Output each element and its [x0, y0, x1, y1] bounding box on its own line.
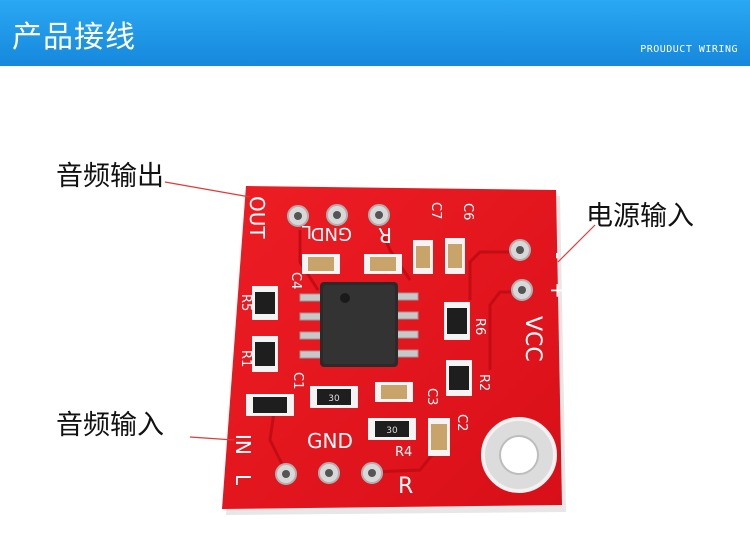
- label-c2: C2: [454, 414, 469, 431]
- callout-lines: [164, 181, 596, 441]
- label-plus: +: [546, 282, 570, 299]
- label-out: OUT: [245, 196, 269, 239]
- label-out-l: L: [302, 221, 312, 242]
- resistor-marking-2: 30: [386, 426, 398, 436]
- label-in: IN: [231, 434, 255, 455]
- label-c7: C7: [428, 202, 443, 219]
- capacitors: [302, 238, 465, 456]
- callout-power-input: 电源输入: [586, 201, 694, 232]
- callout-audio-output: 音频输出: [56, 161, 164, 192]
- label-r6: R6: [472, 318, 487, 335]
- label-vcc: VCC: [520, 316, 545, 362]
- label-r1: R1: [238, 350, 253, 367]
- label-c6: C6: [460, 203, 475, 220]
- callout-audio-input: 音频输入: [56, 410, 164, 441]
- label-c3: C3: [424, 388, 439, 405]
- header-banner: 产品接线 PROUDUCT WIRING: [0, 0, 750, 66]
- resistors: [246, 286, 472, 440]
- input-header-pins: [275, 462, 383, 485]
- label-in-l: L: [231, 474, 255, 486]
- label-r4: R4: [395, 445, 412, 460]
- label-c1: C1: [290, 372, 305, 389]
- callout-line-output: [164, 181, 251, 198]
- label-r5: R5: [238, 294, 253, 311]
- page-title: 产品接线: [12, 20, 136, 55]
- amplifier-ic: [299, 282, 419, 367]
- resistor-marking-1: 30: [328, 394, 340, 404]
- label-in-gnd: GND: [307, 429, 353, 453]
- label-out-r: R: [378, 223, 392, 247]
- page-subtitle: PROUDUCT WIRING: [640, 44, 738, 55]
- silkscreen-labels: OUT L GND R C7 C6 C4 R5 R1 C1 R6 R2 C3 C…: [231, 196, 570, 499]
- power-pins: [509, 239, 533, 301]
- callout-line-input: [189, 436, 235, 441]
- label-r2: R2: [476, 374, 491, 391]
- label-in-r: R: [398, 474, 413, 499]
- label-out-gnd: GND: [311, 223, 352, 244]
- label-c4: C4: [288, 272, 303, 289]
- label-minus: -: [546, 252, 570, 259]
- callout-line-power: [557, 224, 596, 263]
- output-header-pins: [287, 204, 390, 227]
